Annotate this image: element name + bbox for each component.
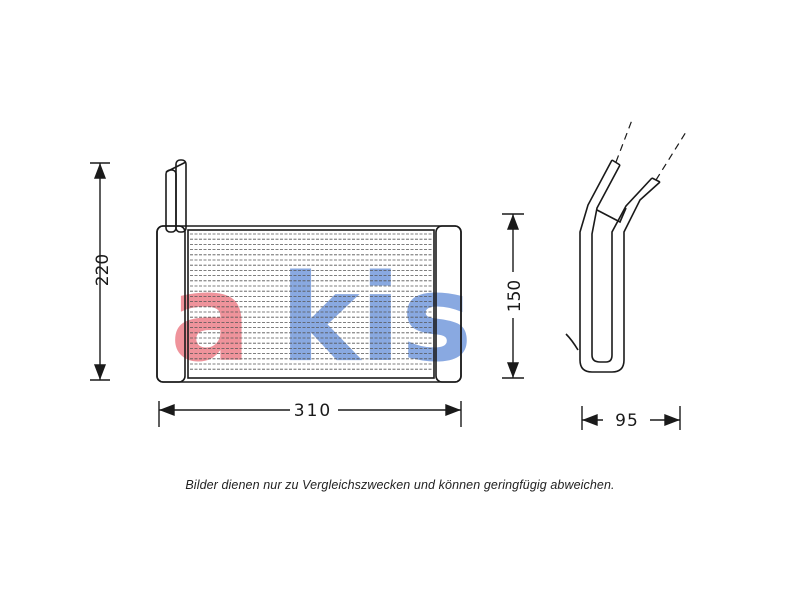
dim-label-150-bg bbox=[503, 272, 523, 318]
watermark-letters: kis bbox=[280, 250, 472, 389]
dim-label-310: 310 bbox=[294, 401, 332, 421]
side-outer bbox=[579, 159, 661, 373]
side-hook bbox=[565, 333, 579, 351]
watermark-logo: a kis bbox=[170, 250, 472, 389]
side-bracket bbox=[596, 207, 627, 224]
disclaimer-caption: Bilder dienen nur zu Vergleichszwecken u… bbox=[185, 478, 615, 492]
dim-label-150: 150 bbox=[505, 280, 525, 312]
right-tank bbox=[435, 225, 462, 383]
pipe-centerlines bbox=[615, 119, 687, 181]
side-view bbox=[565, 159, 661, 373]
dim-height-220 bbox=[90, 162, 110, 381]
watermark-letter-a: a bbox=[170, 250, 251, 389]
side-inner bbox=[591, 164, 653, 363]
pipe-left bbox=[165, 169, 177, 233]
pipe-right bbox=[175, 159, 187, 233]
dim-depth-95 bbox=[581, 406, 681, 430]
dim-label-220: 220 bbox=[93, 254, 113, 286]
dim-label-95: 95 bbox=[615, 411, 639, 431]
pipe-end-1 bbox=[611, 159, 621, 166]
left-tank bbox=[156, 225, 186, 383]
dim-width-310 bbox=[158, 401, 462, 427]
pipe-cap bbox=[165, 161, 187, 173]
core-frame bbox=[187, 229, 435, 379]
front-view bbox=[156, 159, 462, 383]
